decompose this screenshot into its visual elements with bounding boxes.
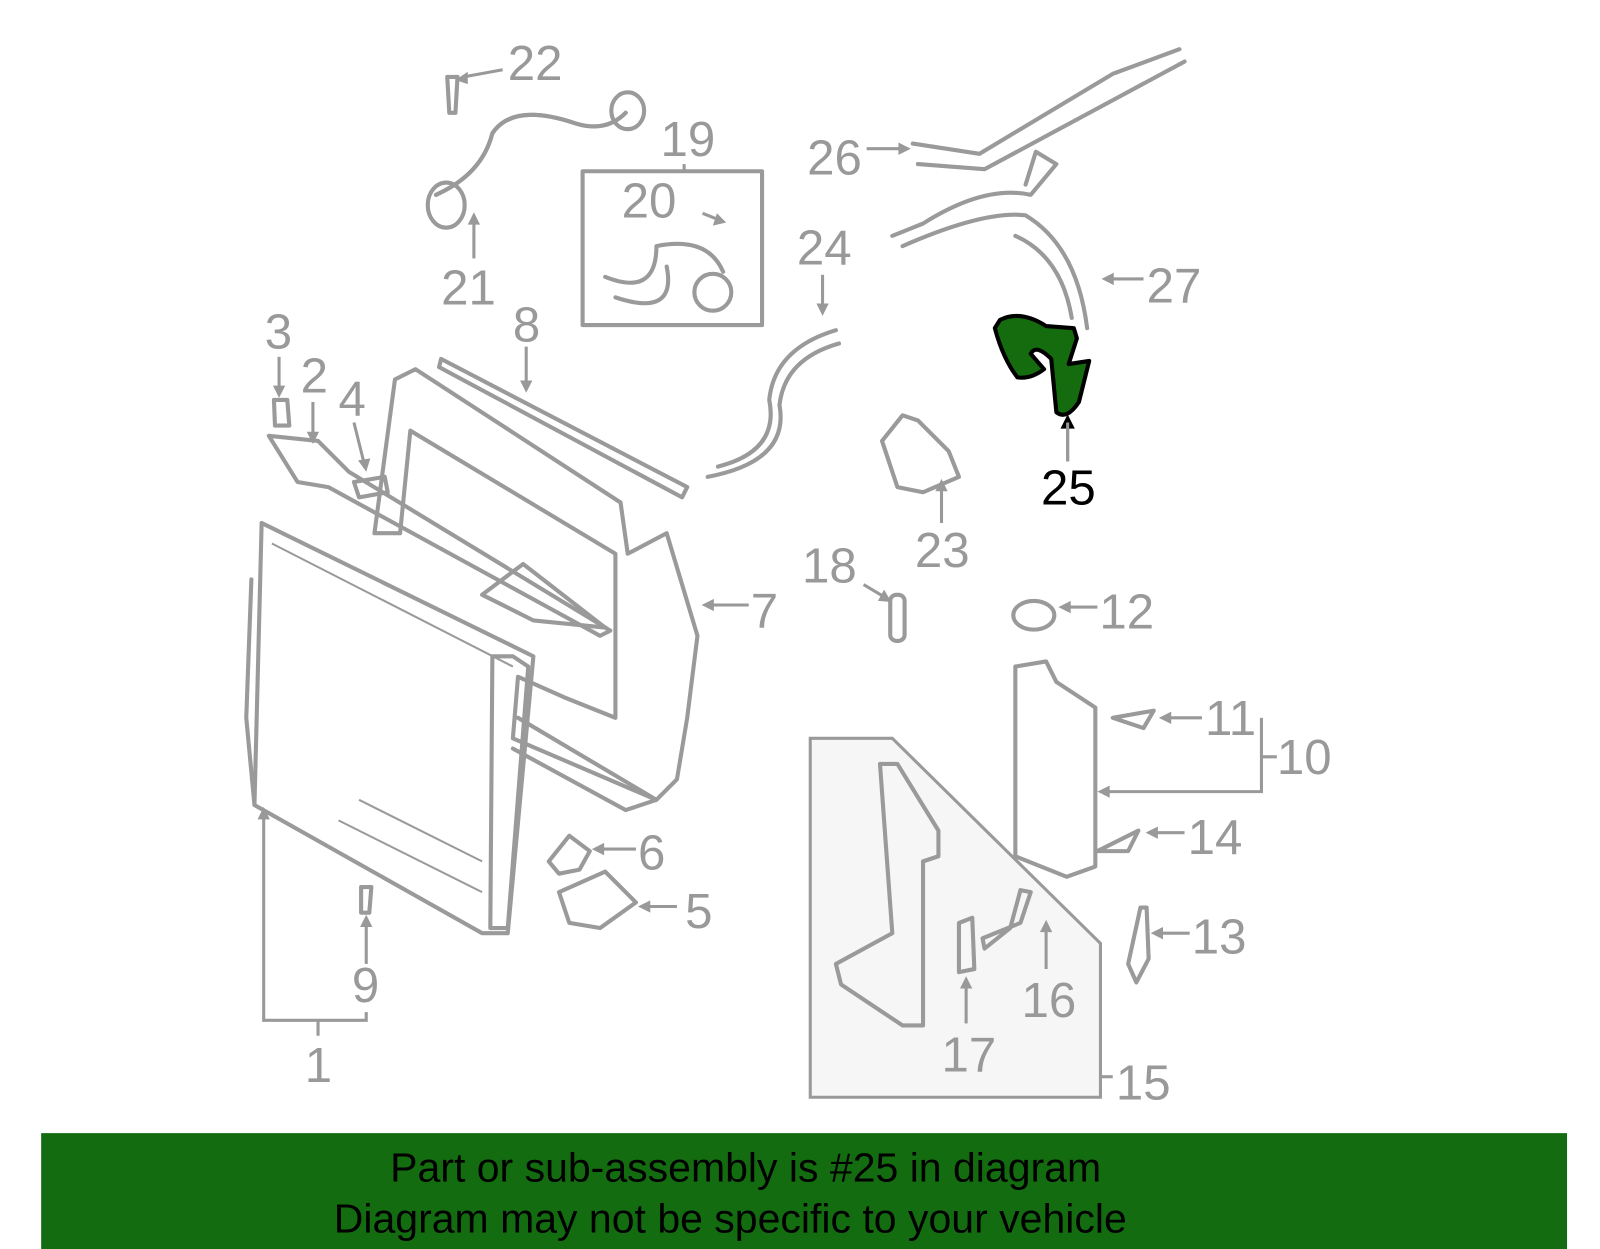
label-17: 17 — [942, 1028, 997, 1083]
mount-part-6[interactable] — [546, 833, 592, 876]
mount-part-5[interactable] — [556, 869, 638, 931]
hose-part-20[interactable] — [603, 241, 726, 306]
pump-part-16[interactable] — [980, 888, 1033, 951]
label-3: 3 — [265, 305, 292, 360]
leader-lines — [257, 68, 1277, 1079]
label-23: 23 — [915, 523, 970, 578]
label-16: 16 — [1021, 973, 1076, 1028]
clip-part-4[interactable] — [351, 474, 390, 500]
deflector — [480, 561, 608, 630]
label-19: 19 — [661, 112, 716, 167]
label-14: 14 — [1188, 810, 1243, 865]
bolt-part-3[interactable] — [271, 397, 292, 428]
label-9: 9 — [352, 958, 379, 1013]
callout-labels: 1 2 3 4 5 6 7 8 9 10 11 12 13 14 15 16 1… — [265, 36, 1332, 1110]
bolt-part-9[interactable] — [359, 884, 374, 915]
sensor-part-22[interactable] — [445, 74, 460, 115]
radiator-part-1[interactable] — [244, 520, 536, 936]
hose-part-24[interactable] — [715, 328, 838, 469]
sensor-part-17[interactable] — [956, 915, 977, 975]
label-5: 5 — [685, 884, 712, 939]
label-20: 20 — [622, 173, 677, 228]
label-22: 22 — [508, 36, 563, 91]
label-11: 11 — [1205, 691, 1256, 746]
pipe-part-26[interactable] — [910, 47, 1187, 172]
reservoir-part-15[interactable] — [833, 761, 941, 1028]
label-8: 8 — [513, 297, 540, 352]
banner-line-2: Diagram may not be specific to your vehi… — [334, 1196, 1127, 1242]
fitting-part-18[interactable] — [888, 592, 907, 643]
label-25-highlighted: 25 — [1041, 461, 1096, 516]
seal-strip-part-8[interactable] — [436, 356, 690, 500]
label-6: 6 — [638, 826, 665, 881]
sensor-part-11[interactable] — [1110, 708, 1156, 731]
label-4: 4 — [339, 371, 366, 426]
fan-shroud-part-7[interactable] — [372, 367, 700, 813]
kit-box-19[interactable] — [580, 169, 765, 328]
sensor-part-13[interactable] — [1126, 905, 1151, 985]
label-24: 24 — [797, 221, 852, 276]
label-21: 21 — [441, 261, 496, 316]
label-12: 12 — [1099, 585, 1154, 640]
water-pump-part-23[interactable] — [879, 413, 961, 495]
label-2: 2 — [301, 349, 328, 404]
label-10: 10 — [1277, 730, 1332, 785]
cap-part-14[interactable] — [1095, 828, 1141, 854]
label-27: 27 — [1147, 259, 1202, 314]
label-26: 26 — [807, 130, 862, 185]
label-18: 18 — [802, 538, 857, 593]
hose-part-25-highlighted[interactable] — [992, 313, 1092, 417]
expansion-tank-part-10[interactable] — [1013, 659, 1098, 879]
label-7: 7 — [751, 584, 778, 639]
label-1: 1 — [305, 1038, 332, 1093]
pipe-part-27[interactable] — [890, 149, 1090, 331]
bracket-part-2[interactable] — [266, 433, 613, 638]
banner-line-1: Part or sub-assembly is #25 in diagram — [390, 1144, 1101, 1190]
label-13: 13 — [1192, 910, 1247, 965]
info-banner: Part or sub-assembly is #25 in diagram D… — [41, 1133, 1568, 1249]
cap-part-12[interactable] — [1011, 598, 1057, 632]
label-15: 15 — [1116, 1055, 1171, 1110]
